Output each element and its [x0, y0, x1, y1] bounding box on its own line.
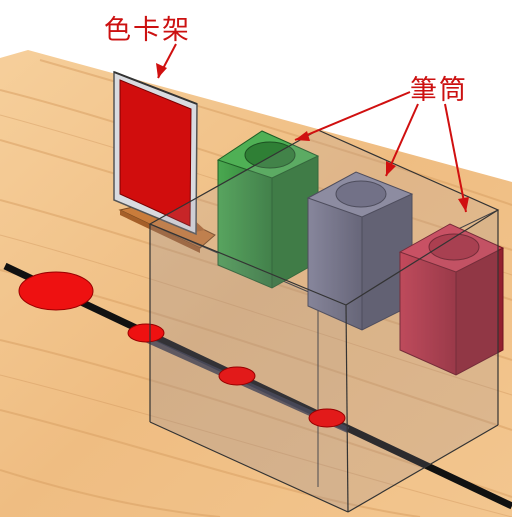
- red-marker-small-1: [127, 323, 165, 343]
- pen-holder-gray: [306, 171, 414, 331]
- red-marker-small-2: [218, 366, 256, 386]
- glass-box-edges: [148, 129, 500, 513]
- red-marker-large: [18, 271, 94, 311]
- color-card: [119, 79, 192, 227]
- arrow-to-green: [294, 91, 411, 141]
- glass-box-left-face: [150, 224, 348, 512]
- pen-holder-green: [216, 130, 320, 289]
- label-card-holder: 色卡架: [104, 15, 191, 46]
- glass-box-right-face: [346, 210, 498, 512]
- arrow-to-red: [444, 103, 467, 213]
- glass-box-top-face: [150, 130, 498, 305]
- red-marker-small-3: [308, 408, 346, 428]
- label-pen-holders: 筆筒: [410, 75, 468, 106]
- pen-holder-red: [398, 223, 505, 376]
